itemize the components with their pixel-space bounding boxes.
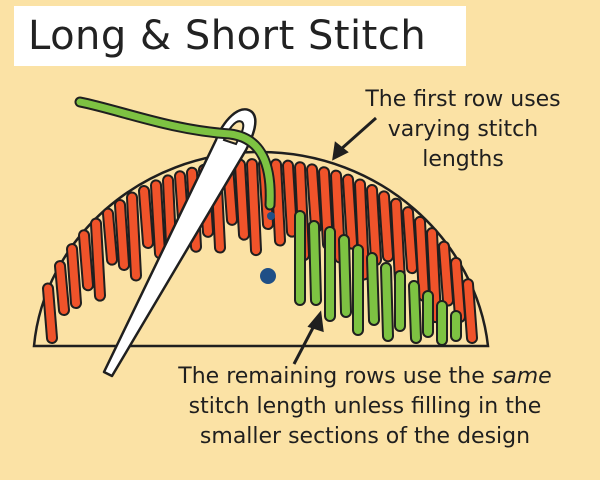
stitch xyxy=(80,231,92,290)
remaining-row-stitches xyxy=(294,210,462,346)
stitch xyxy=(308,165,320,232)
stitch xyxy=(152,181,164,258)
first-row-callout: The first row uses varying stitch length… xyxy=(358,85,568,175)
stitch xyxy=(382,264,392,340)
callout-line: The first row uses xyxy=(365,87,561,112)
design-dot xyxy=(260,268,276,284)
page-title: Long & Short Stitch xyxy=(28,13,427,59)
stitch xyxy=(140,186,152,247)
callout-line: lengths xyxy=(422,147,504,172)
stitch xyxy=(440,242,452,305)
stitch xyxy=(68,245,80,308)
stitch xyxy=(340,236,350,316)
stitch xyxy=(344,175,356,248)
callout-line: smaller sections of the design xyxy=(199,424,531,449)
stitch xyxy=(44,284,56,342)
stitch xyxy=(104,209,116,264)
stitch xyxy=(404,208,416,273)
stitch xyxy=(56,262,68,315)
callout-line: stitch length unless filling in the xyxy=(188,394,542,419)
callout-line: The remaining rows use the same xyxy=(150,362,580,392)
stitch xyxy=(92,219,104,300)
arrow-icon xyxy=(332,116,377,161)
stitch xyxy=(428,229,440,322)
callout-emphasis: same xyxy=(491,364,552,389)
stitch xyxy=(452,258,464,321)
stitch xyxy=(416,217,428,300)
stitch xyxy=(272,160,284,245)
stitch xyxy=(410,282,420,342)
stitch xyxy=(368,254,378,324)
title-box: Long & Short Stitch xyxy=(14,6,466,66)
stitch xyxy=(128,193,140,280)
callout-line: varying stitch xyxy=(387,117,539,142)
stitch xyxy=(284,161,296,236)
thread-icon xyxy=(74,96,276,211)
stitch xyxy=(116,201,128,270)
design-dot xyxy=(267,212,275,220)
arrow-icon xyxy=(292,310,324,365)
stitch xyxy=(236,160,248,239)
stitch xyxy=(380,192,392,261)
remaining-rows-callout: The remaining rows use the same stitch l… xyxy=(150,362,580,452)
first-row-stitches xyxy=(42,158,478,344)
stitch xyxy=(392,199,404,286)
callout-line-text: The remaining rows use the xyxy=(178,364,492,389)
stitch xyxy=(310,222,320,304)
stitch xyxy=(368,185,380,264)
stitch xyxy=(464,280,476,342)
stitch xyxy=(248,160,260,255)
